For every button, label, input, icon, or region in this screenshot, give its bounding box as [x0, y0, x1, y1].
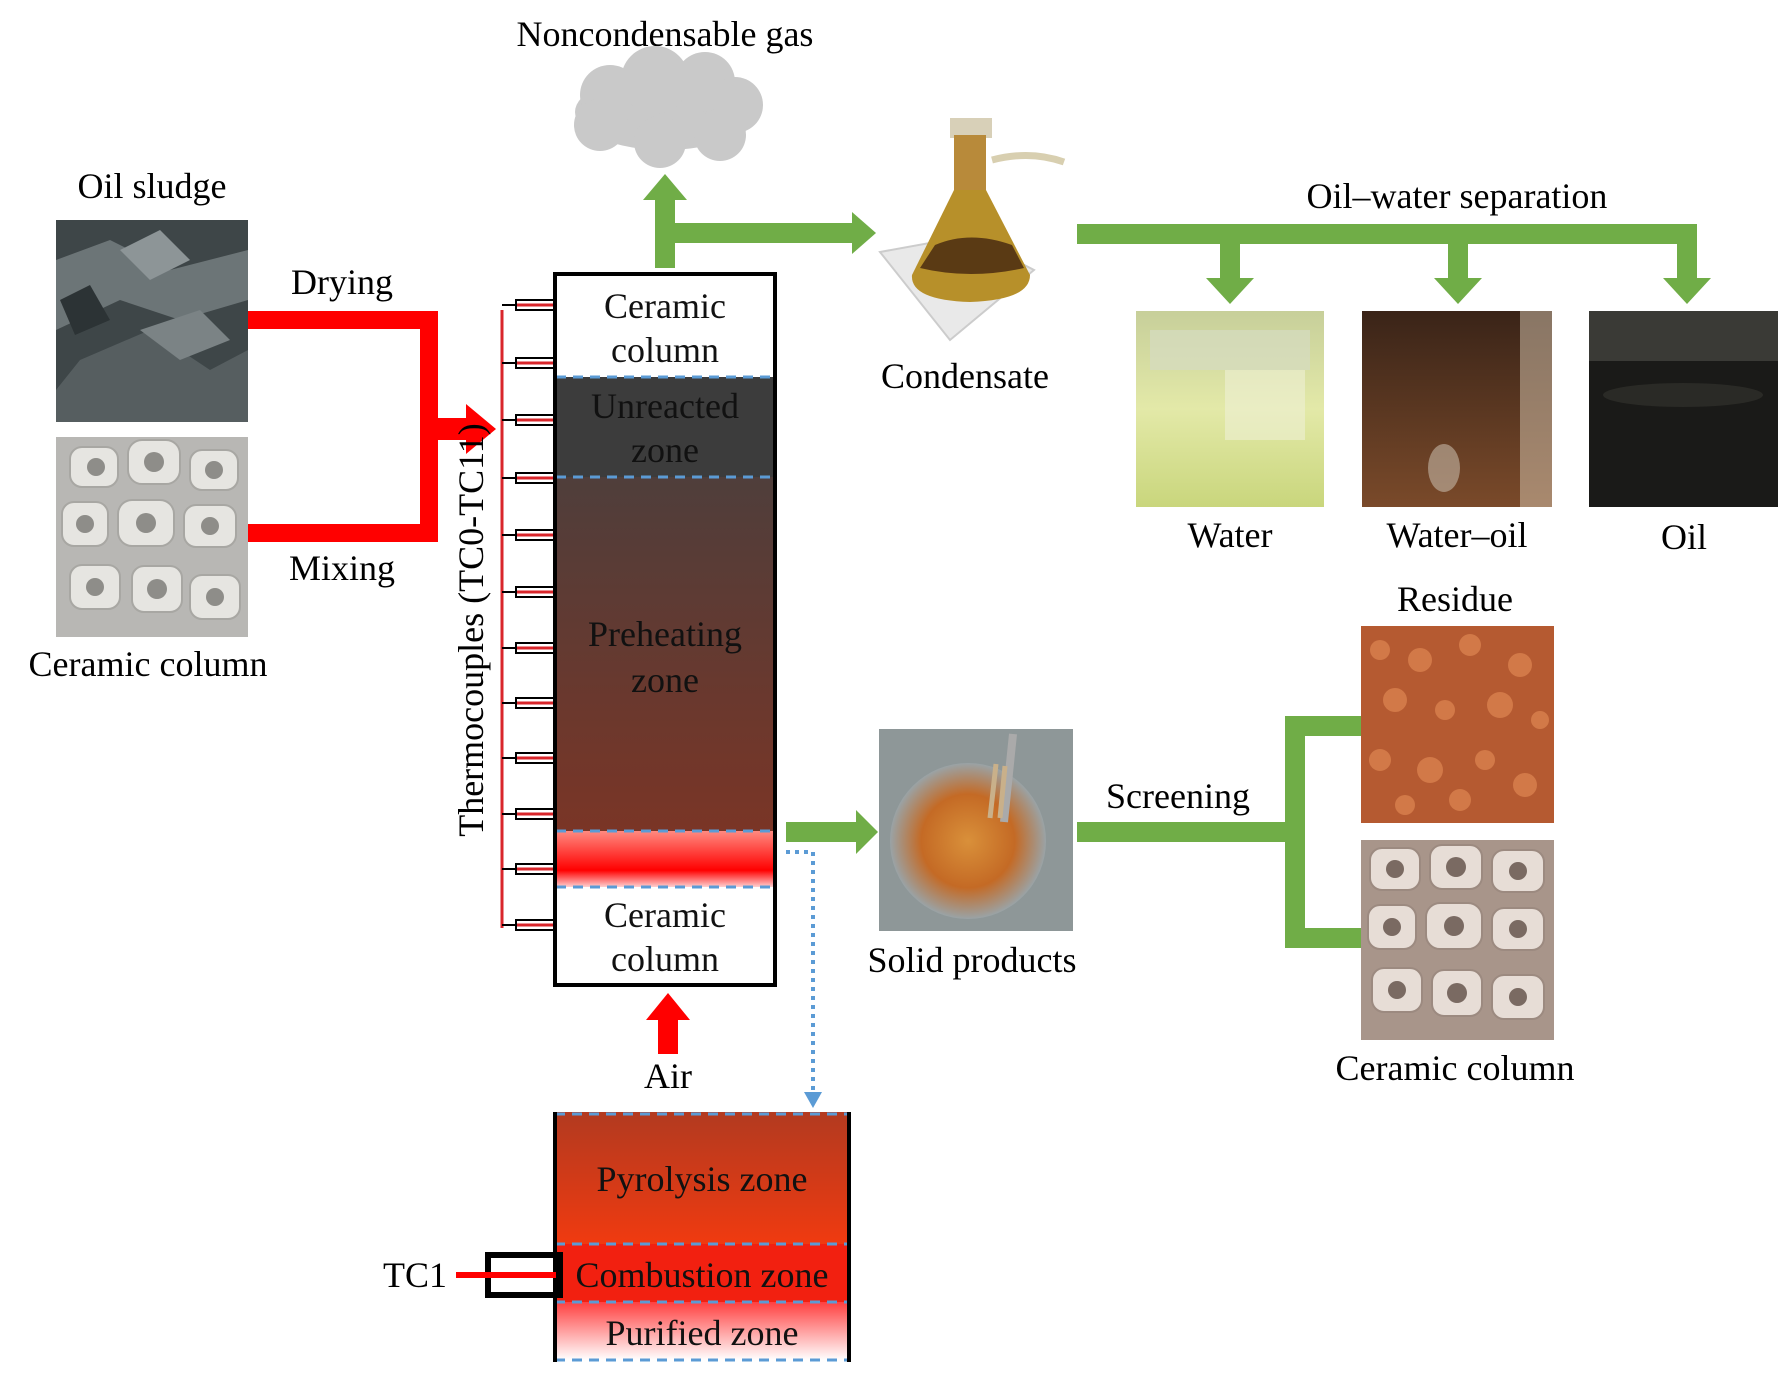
- oil-sludge-photo: [56, 220, 248, 422]
- solid-products-label: Solid products: [867, 940, 1076, 980]
- oil-sludge-label: Oil sludge: [78, 166, 227, 206]
- ceramic-column-label-left: Ceramic column: [29, 644, 268, 684]
- preheating-zone-line2: zone: [631, 660, 699, 700]
- screening-label: Screening: [1106, 776, 1250, 816]
- zone-detail-box: [553, 1112, 851, 1362]
- reactor-column: [553, 272, 777, 987]
- preheating-zone-line1: Preheating: [588, 614, 742, 654]
- screening-arrows: [1077, 704, 1384, 960]
- ceramic-column-label-right: Ceramic column: [1336, 1048, 1575, 1088]
- thermocouple-array: [500, 299, 555, 931]
- solid-products-arrow: [786, 810, 878, 854]
- condensate-flask-photo: [878, 118, 1066, 342]
- water-oil-photo: [1362, 311, 1552, 507]
- air-arrow: [646, 993, 690, 1054]
- water-oil-label: Water–oil: [1386, 515, 1527, 555]
- condensate-label: Condensate: [881, 356, 1049, 396]
- detail-leader: [786, 850, 822, 1108]
- oil-water-separation-arrows: [1077, 224, 1711, 304]
- combustion-zone-label: Combustion zone: [576, 1255, 829, 1295]
- water-label: Water: [1187, 515, 1272, 555]
- solid-products-photo: [879, 729, 1073, 931]
- ceramic-column-photo-right: [1361, 840, 1554, 1040]
- tc1-probe: [456, 1252, 563, 1298]
- air-label: Air: [644, 1056, 692, 1096]
- purified-zone-label: Purified zone: [606, 1313, 799, 1353]
- oil-photo: [1589, 311, 1778, 507]
- drying-mixing-arrow: [248, 311, 496, 542]
- drying-label: Drying: [291, 262, 393, 302]
- residue-photo: [1361, 626, 1554, 823]
- gas-condensate-arrow: [643, 174, 876, 268]
- tc1-label: TC1: [383, 1255, 447, 1295]
- mixing-label: Mixing: [289, 548, 395, 588]
- unreacted-zone-line2: zone: [631, 430, 699, 470]
- ceramic-column-photo-left: [56, 437, 248, 637]
- cloud-icon: [574, 46, 763, 168]
- oil-water-separation-label: Oil–water separation: [1307, 176, 1608, 216]
- noncondensable-gas-label: Noncondensable gas: [517, 14, 814, 54]
- unreacted-zone-line1: Unreacted: [591, 386, 739, 426]
- pyrolysis-zone-label: Pyrolysis zone: [597, 1159, 808, 1199]
- water-photo: [1136, 311, 1324, 507]
- bottom-ceramic-line1: Ceramic: [604, 895, 726, 935]
- top-ceramic-line1: Ceramic: [604, 286, 726, 326]
- thermocouples-label: Thermocouples (TC0-TC11): [451, 423, 491, 837]
- bottom-ceramic-line2: column: [611, 939, 719, 979]
- residue-label: Residue: [1397, 579, 1513, 619]
- oil-label: Oil: [1661, 517, 1707, 557]
- top-ceramic-line2: column: [611, 330, 719, 370]
